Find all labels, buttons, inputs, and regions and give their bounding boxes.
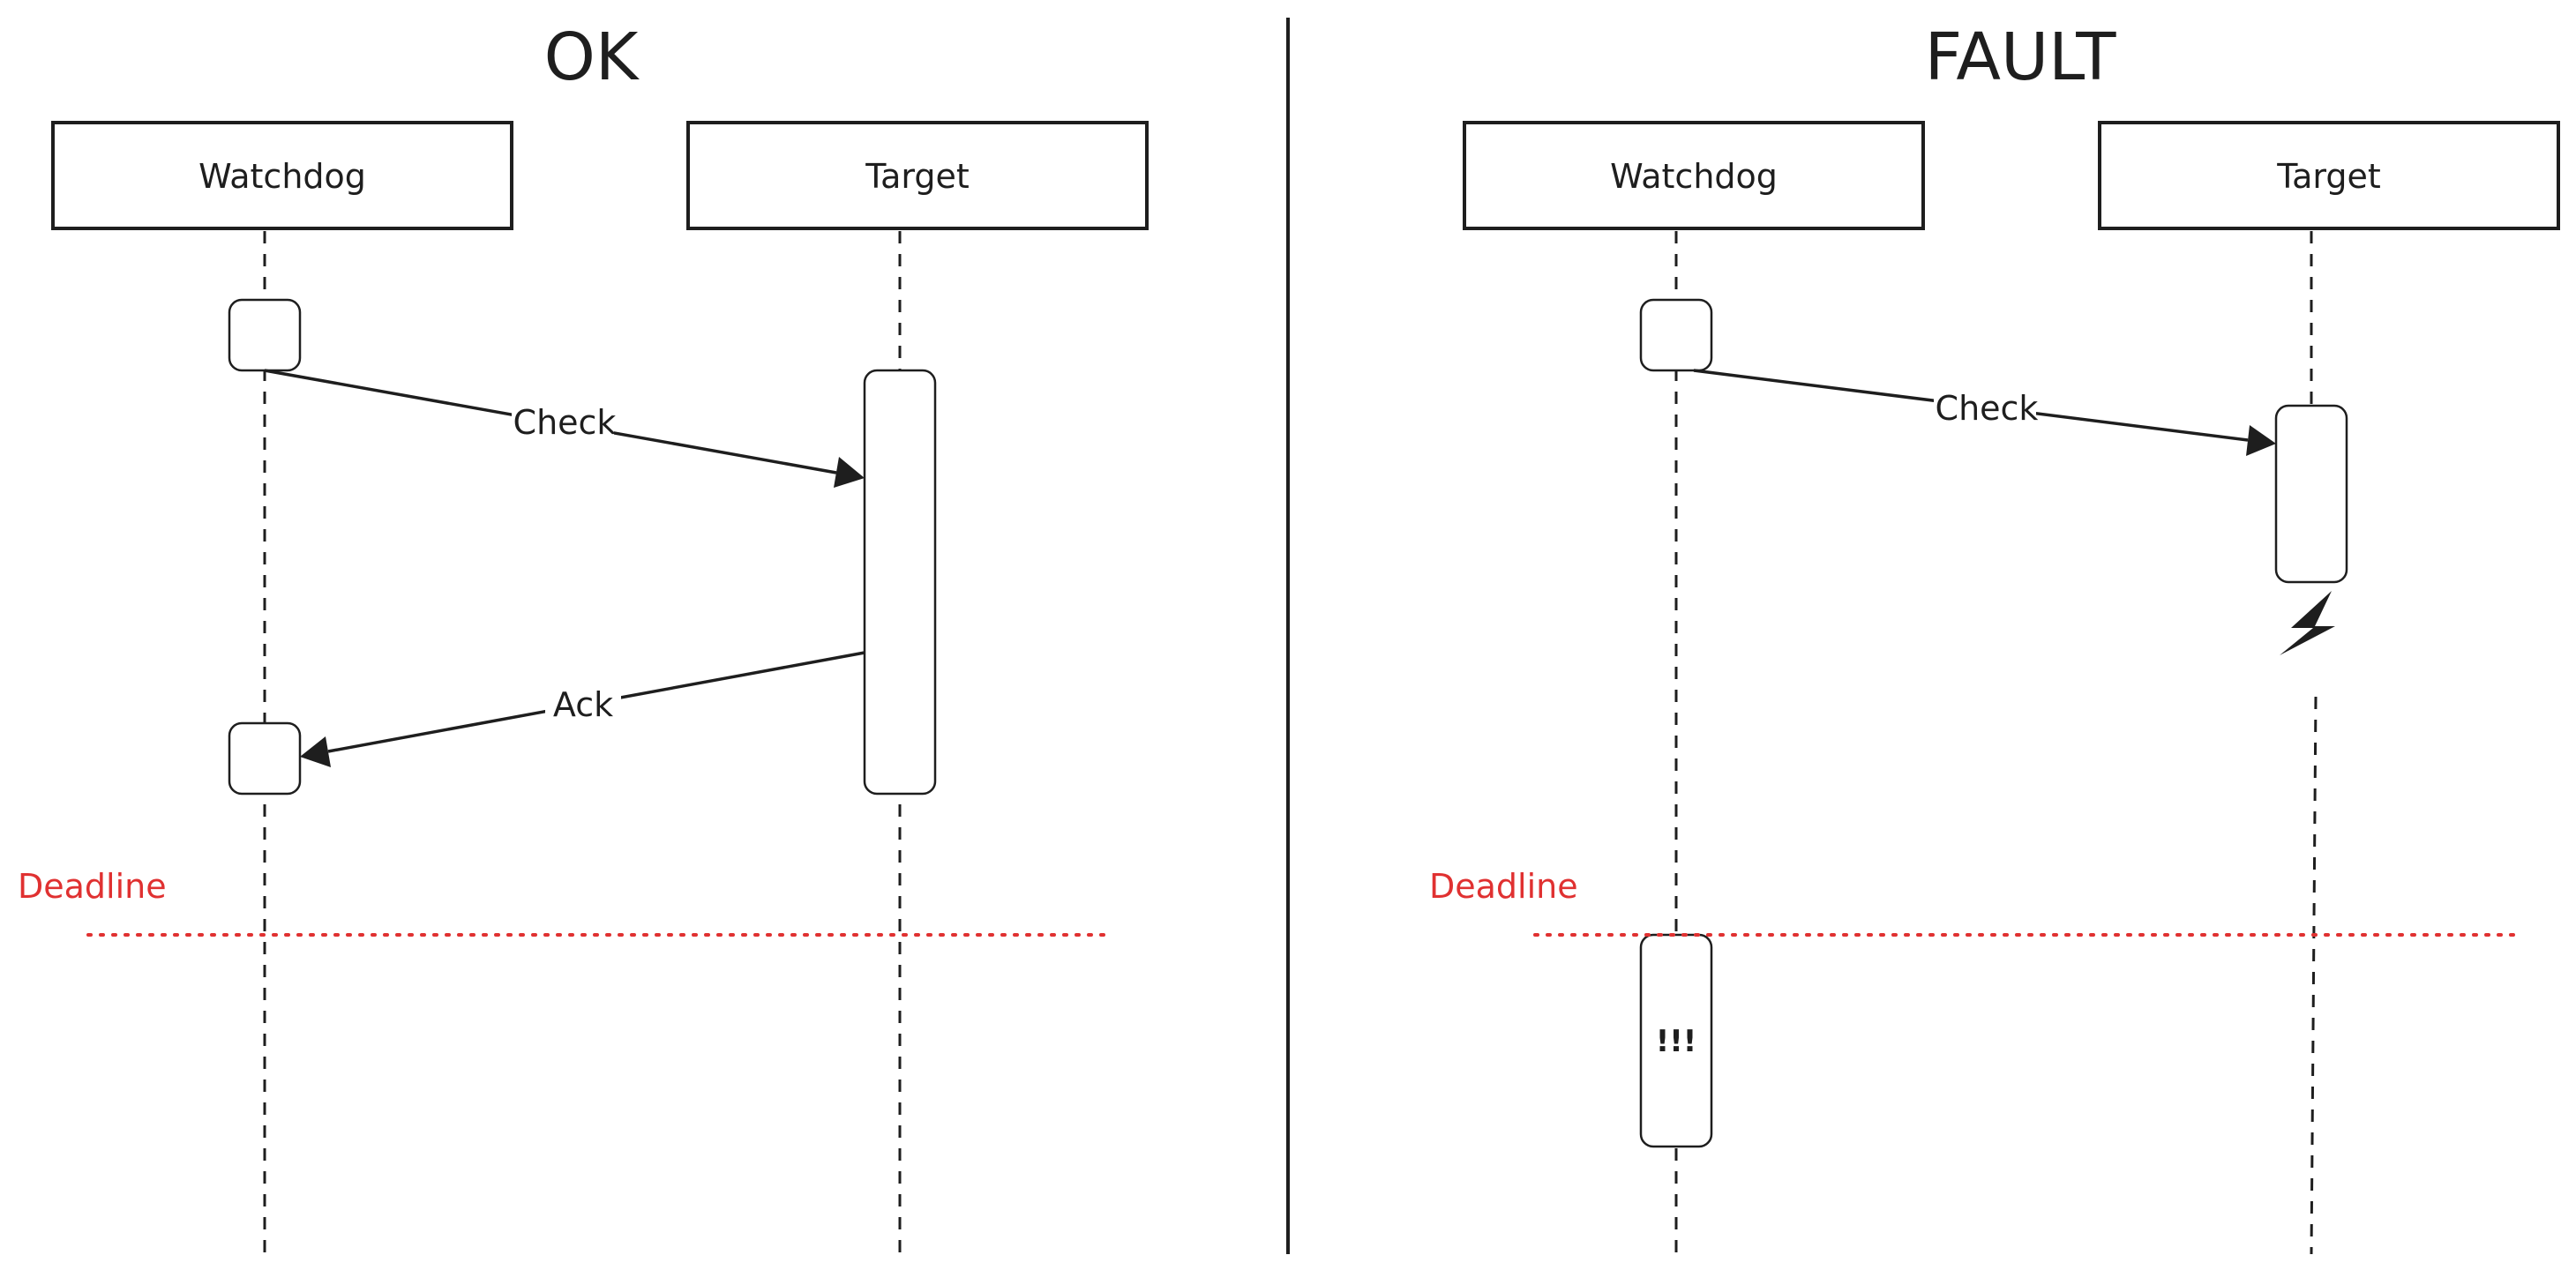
fault-alarm-label: !!! <box>1656 1024 1697 1059</box>
ok-deadline-label: Deadline <box>18 867 167 906</box>
ok-check-arrowhead <box>834 457 865 488</box>
ok-watchdog-activation-send <box>228 298 302 372</box>
ok-target-box <box>686 121 1149 230</box>
fault-deadline-label: Deadline <box>1429 867 1578 906</box>
fault-watchdog-alarm-activation <box>1639 933 1713 1148</box>
fault-check-label: Check <box>1936 389 2039 428</box>
ok-ack-arrowhead <box>300 736 331 767</box>
ok-check-label: Check <box>513 403 617 442</box>
ok-watchdog-box <box>51 121 513 230</box>
ok-target-label: Target <box>865 157 970 196</box>
fault-target-lifeline-lower <box>2310 696 2318 1255</box>
fault-watchdog-box <box>1463 121 1925 230</box>
fault-target-label: Target <box>2276 157 2381 196</box>
lightning-bolt-icon <box>2280 591 2335 655</box>
panel-ok: OK Watchdog Target Check Ack Deadline <box>18 19 1149 1254</box>
fault-watchdog-activation-send <box>1639 298 1713 372</box>
ok-target-activation <box>863 369 937 796</box>
ok-watchdog-activation-receive <box>228 721 302 796</box>
fault-target-activation <box>2274 404 2348 584</box>
panel-fault-title: FAULT <box>1925 19 2117 95</box>
panel-ok-title: OK <box>544 19 640 95</box>
panel-fault: FAULT Watchdog Target Check Deadline !!! <box>1429 19 2560 1255</box>
fault-check-arrowhead <box>2246 425 2276 456</box>
ok-watchdog-label: Watchdog <box>198 157 366 196</box>
fault-watchdog-label: Watchdog <box>1610 157 1778 196</box>
fault-target-box <box>2098 121 2560 230</box>
ok-ack-label: Ack <box>553 685 613 724</box>
